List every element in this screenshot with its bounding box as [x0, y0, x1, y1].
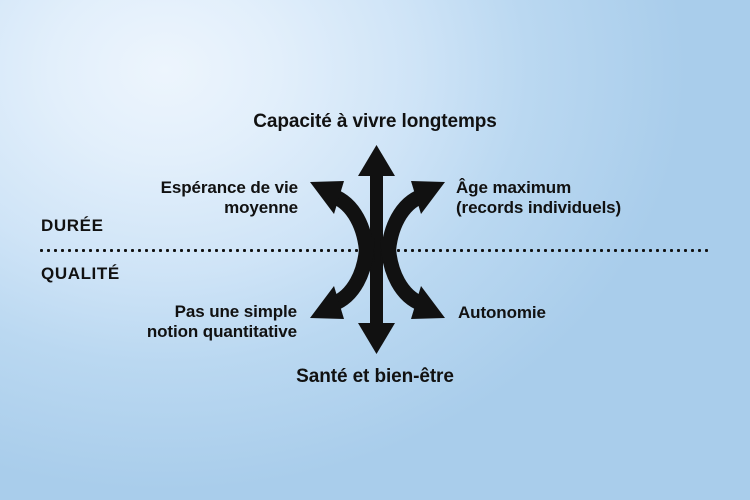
axis-label-duree: DURÉE — [41, 216, 104, 235]
node-label-upper-right: Âge maximum (records individuels) — [456, 178, 622, 218]
node-label-top: Capacité à vivre longtemps — [253, 111, 497, 132]
double-headed-vertical-arrow — [358, 145, 395, 354]
node-label-lower-right: Autonomie — [458, 303, 546, 322]
curved-arrow-up-left — [310, 181, 375, 263]
node-label-upper-left: Espérance de vie moyenne — [160, 178, 298, 218]
curved-arrow-up-right — [380, 181, 445, 263]
curved-arrow-down-right — [380, 237, 445, 319]
node-label-bottom: Santé et bien-être — [296, 366, 454, 387]
node-label-lower-left: Pas une simple notion quantitative — [146, 302, 297, 342]
curved-arrow-down-left — [310, 237, 375, 319]
axis-label-qualite: QUALITÉ — [41, 264, 120, 283]
